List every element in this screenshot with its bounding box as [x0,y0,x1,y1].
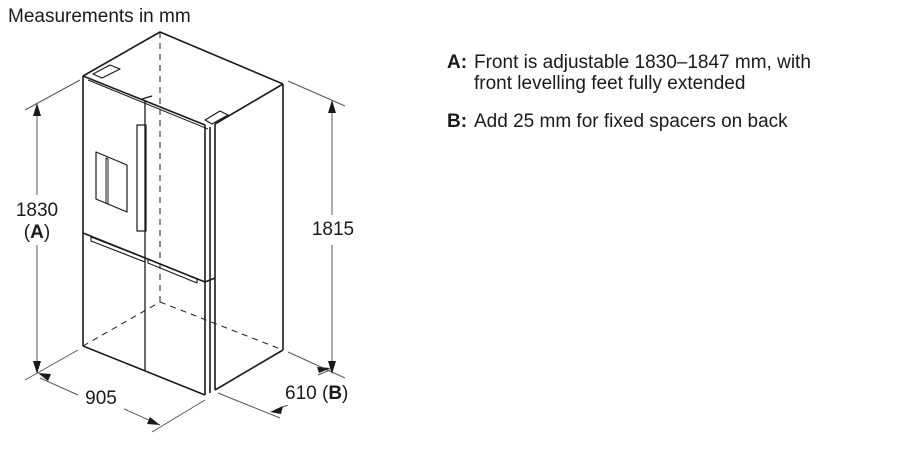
dim-depth-value: 610 [285,383,317,404]
note-b-line1: Add 25 mm for fixed spacers on back [474,111,788,132]
dim-width: 905 [78,388,124,410]
note-b: B: Add 25 mm for fixed spacers on back [447,111,811,132]
dim-height-front-ref: (A) [23,222,51,243]
dim-depth-paren-close: ) [342,383,349,404]
dim-height-front-value: 1830 [15,200,59,221]
note-a-line2: front levelling feet fully extended [474,73,746,94]
dim-height-back: 1815 [308,219,358,241]
dim-depth: 610 (B) [285,383,361,405]
note-a-key: A: [447,52,468,73]
note-b-key: B: [447,111,468,132]
notes-legend: A: Front is adjustable 1830–1847 mm, wit… [447,52,811,149]
top-back-edge [82,31,284,85]
dim-depth-ref: B [328,383,343,404]
dim-depth-paren-open: ( [321,383,329,404]
note-a: A: Front is adjustable 1830–1847 mm, wit… [447,52,811,94]
dim-height-front: 1830 (A) [10,200,64,244]
note-a-line1: Front is adjustable 1830–1847 mm, with [474,52,811,73]
page-title: Measurements in mm [8,6,191,27]
